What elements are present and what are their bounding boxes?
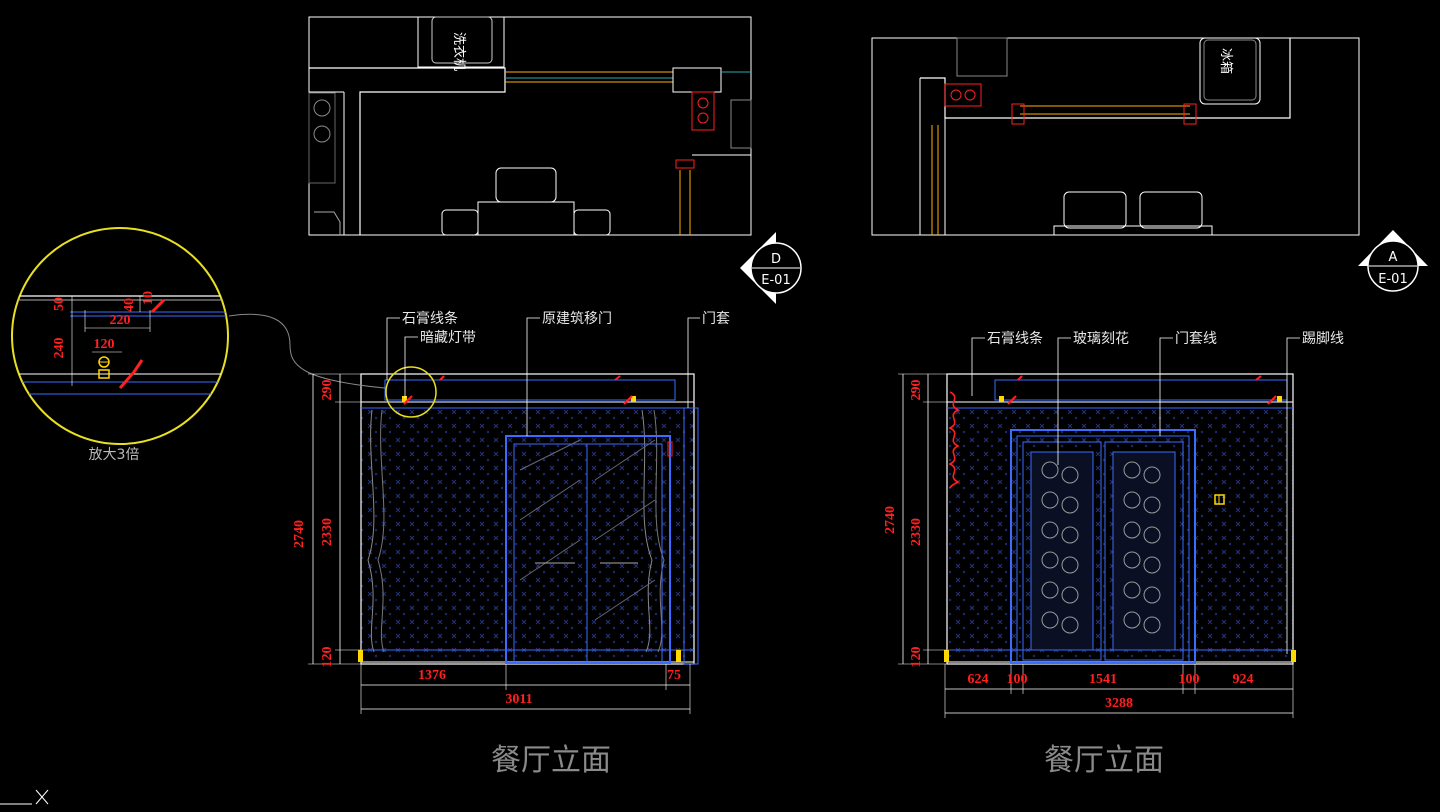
dim-height-base: 120	[320, 647, 335, 668]
dim-width-4: 100	[1179, 672, 1200, 687]
label-sliding-door: 原建筑移门	[542, 311, 612, 327]
detail-dim-240: 240	[52, 338, 67, 359]
dim-height-base: 120	[909, 647, 924, 668]
left-elevation	[228, 313, 699, 665]
marker-sheet: E-01	[1378, 272, 1407, 287]
left-labels: 石膏线条 暗藏灯带 原建筑移门 门套	[386, 310, 730, 436]
detail-dim-50: 50	[52, 297, 67, 311]
right-elevation	[944, 373, 1296, 665]
right-elevation-title: 餐厅立面	[1044, 743, 1164, 778]
label-glass-carving: 玻璃刻花	[1073, 330, 1129, 347]
detail-dim-40: 40	[122, 298, 137, 312]
label-hidden-light: 暗藏灯带	[420, 330, 476, 346]
dim-width-2: 100	[1007, 672, 1028, 687]
ucs-axis-icon	[0, 789, 49, 805]
marker-sheet: E-01	[761, 273, 790, 288]
plan-appliance-label: 洗衣机	[451, 32, 467, 71]
right-floor-plan: 冰箱	[871, 37, 1360, 236]
label-gypsum-line: 石膏线条	[402, 310, 458, 327]
dim-height-total: 2740	[292, 520, 307, 548]
label-door-casing: 门套线	[1175, 331, 1217, 347]
dim-height-total: 2740	[883, 506, 898, 534]
label-door-frame: 门套	[702, 311, 730, 327]
marker-letter: D	[771, 252, 781, 267]
dim-height-top: 290	[909, 380, 924, 401]
dim-width-left: 1376	[418, 668, 446, 683]
left-floor-plan: 洗衣机	[308, 16, 752, 236]
right-labels: 石膏线条 玻璃刻花 门套线 踢脚线	[971, 330, 1344, 654]
dim-width-3: 1541	[1089, 672, 1117, 687]
dim-height-wall: 2330	[909, 518, 924, 546]
dim-height-wall: 2330	[320, 518, 335, 546]
detail-callout[interactable]: 50 40 10 220 240 120	[10, 227, 230, 445]
left-elevation-title: 餐厅立面	[491, 743, 611, 778]
section-marker-a[interactable]: A E-01	[1358, 230, 1428, 292]
marker-letter: A	[1389, 250, 1398, 265]
detail-dim-220: 220	[110, 313, 131, 328]
dim-width-total: 3288	[1105, 696, 1133, 711]
section-marker-d[interactable]: D E-01	[740, 232, 802, 304]
dim-height-top: 290	[320, 380, 335, 401]
detail-dim-10: 10	[141, 291, 156, 305]
detail-dim-120: 120	[94, 337, 115, 352]
right-dimensions: 2740 2330 290 120 624 100 1541 100 924 3…	[883, 373, 1294, 718]
plan-appliance-label: 冰箱	[1218, 48, 1234, 74]
dim-width-5: 924	[1233, 672, 1254, 687]
left-dimensions: 2740 2330 290 120 1376 75 3011	[292, 373, 691, 714]
dim-width-right: 75	[667, 668, 681, 683]
label-gypsum-line: 石膏线条	[987, 330, 1043, 347]
detail-caption: 放大3倍	[89, 447, 140, 463]
label-skirting: 踢脚线	[1302, 331, 1344, 347]
dim-width-total: 3011	[505, 692, 532, 707]
dim-width-1: 624	[968, 672, 989, 687]
